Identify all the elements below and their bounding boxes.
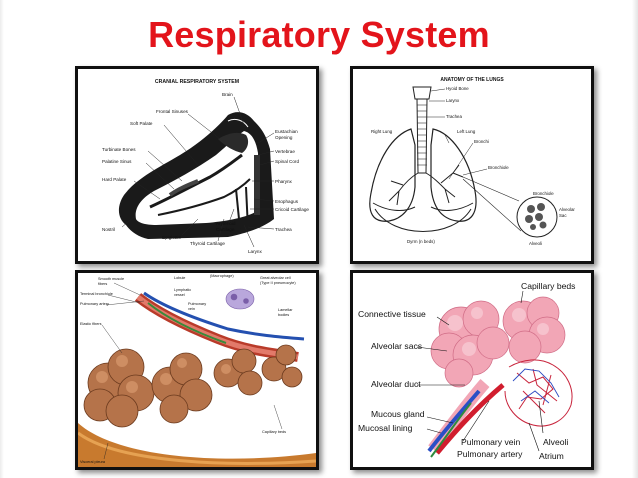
label-esophagus: Esophagus: [275, 199, 299, 204]
label-arytenoid: Arytenoid: [216, 221, 236, 226]
alveolar-sacs-panel: Capillary beds Connective tissue Alveola…: [350, 270, 594, 470]
slide-edge-left: [0, 0, 4, 478]
label-alveolar-sacs: Alveolar sacs: [371, 341, 422, 351]
label-pulmonary-artery: Pulmonary artery: [457, 449, 523, 459]
cranial-heading: CRANIAL RESPIRATORY SYSTEM: [155, 79, 239, 85]
label-lymphatic-vessel: vessel: [174, 293, 185, 297]
label-capillary-beds: Capillary beds: [521, 281, 575, 291]
label-frontal-sinuses: Frontal Sinuses: [156, 109, 189, 114]
label-larynx: Larynx: [248, 249, 262, 254]
alveoli-illustration: (Macrophage) Smooth muscle fibers Termin…: [78, 273, 316, 467]
label-connective-tissue: Connective tissue: [358, 309, 426, 319]
label-pulmonary: Pulmonary: [188, 302, 206, 306]
label-smooth-muscle-fibers: fibers: [98, 282, 107, 286]
label-eustachian: Eustachian: [275, 129, 298, 134]
label-terminal-bronchiole: Terminal bronchiole: [80, 292, 113, 296]
label-visceral-pleura: Visceral pleura: [80, 460, 106, 464]
alveoli-illustration-panel: (Macrophage) Smooth muscle fibers Termin…: [75, 270, 319, 470]
label-smooth-muscle: Smooth muscle: [98, 277, 124, 281]
label-bronchiole: Bronchiole: [488, 165, 509, 170]
label-pharynx: Pharynx: [275, 179, 293, 184]
label-right-lung: Right Lung: [371, 129, 393, 134]
alveolar-sacs-illustration: Capillary beds Connective tissue Alveola…: [353, 273, 591, 467]
lungs-diagram-panel: ANATOMY OF THE LUNGS: [350, 66, 594, 264]
label-soft-palate: Soft Palate: [130, 121, 153, 126]
label-spinal-cord: Spinal Cord: [275, 159, 299, 164]
label-alveolar-sac: Sac: [559, 213, 567, 218]
label-bronchi: Bronchi: [474, 139, 489, 144]
label-turbinate-bones: Turbinate Bones: [102, 147, 136, 152]
label-cricoid-cartilage: Cricoid Cartilage: [275, 207, 309, 212]
label-lobule: Lobule: [174, 276, 185, 280]
label-pulmonary-vein: Pulmonary vein: [461, 437, 520, 447]
label-elastic-fibers: Elastic fibers: [80, 322, 102, 326]
label-capillary-beds-detail: Capillary beds: [262, 430, 286, 434]
label-alveolar-duct: Alveolar duct: [371, 379, 421, 389]
label-left-lung: Left Lung: [457, 129, 476, 134]
label-trachea: Trachea: [275, 227, 292, 232]
label-epiglottis: Epiglottis: [162, 235, 181, 240]
label-lamellar: Lamellar: [278, 308, 293, 312]
label-macrophage: (Macrophage): [210, 274, 234, 278]
label-hard-palate: Hard Palate: [102, 177, 127, 182]
label-alveoli: Alveoli: [543, 437, 568, 447]
label-eustachian-opening: Opening: [275, 135, 293, 140]
label-great-alveolar-cell: Great alveolar cell: [260, 276, 291, 280]
label-nostril: Nostril: [102, 227, 115, 232]
label-lungs-larynx: Larynx: [446, 98, 460, 103]
label-lungs-alveoli: Alveoli: [529, 241, 542, 246]
label-mucous-gland: Mucous gland: [371, 409, 425, 419]
label-arytenoid-cartilage: Cartilage: [216, 227, 235, 232]
cranial-diagram: CRANIAL RESPIRATORY SYSTEM: [102, 79, 309, 254]
label-palatine-sinus: Palatine Sinus: [102, 159, 132, 164]
label-alveolar: Alveolar: [559, 207, 575, 212]
slide-edge-right: [632, 0, 638, 478]
label-brain: Brain: [222, 92, 233, 97]
label-lungs-trachea: Trachea: [446, 114, 463, 119]
label-mucosal-lining: Mucosal lining: [358, 423, 413, 433]
slide-title: Respiratory System: [148, 14, 490, 55]
lungs-heading: ANATOMY OF THE LUNGS: [440, 77, 504, 83]
label-atrium: Atrium: [539, 451, 564, 461]
label-vertebrae: Vertebrae: [275, 149, 295, 154]
label-lamellar-bodies: bodies: [278, 313, 289, 317]
lungs-diagram: ANATOMY OF THE LUNGS: [369, 77, 575, 246]
label-diaphragm: Dyrm (n beds): [407, 239, 435, 244]
label-type-ii: (Type II pneumocyte): [260, 281, 296, 285]
label-bronchiole-2: Bronchiole: [533, 191, 554, 196]
label-lymphatic: Lymphatic: [174, 288, 191, 292]
label-thyroid-cartilage: Thyroid Cartilage: [190, 241, 225, 246]
label-pulmonary-vein-detail: vein: [188, 307, 195, 311]
label-pulmonary-artery-detail: Pulmonary artery: [80, 302, 109, 306]
cranial-diagram-panel: CRANIAL RESPIRATORY SYSTEM: [75, 66, 319, 264]
label-hyoid-bone: Hyoid Bone: [446, 86, 469, 91]
